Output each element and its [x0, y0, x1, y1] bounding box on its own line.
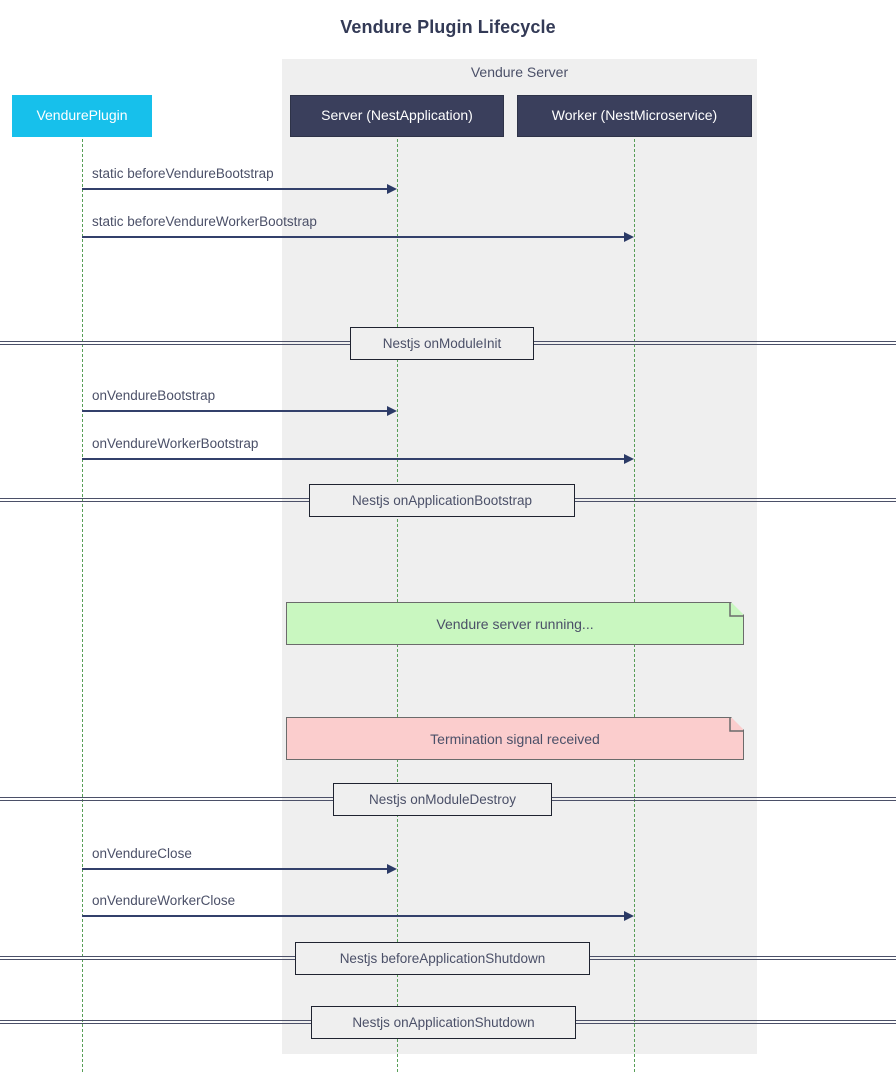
divider-label: Nestjs onApplicationBootstrap — [351, 492, 533, 508]
participant-plugin[interactable]: VendurePlugin — [12, 95, 152, 137]
note-fold-corner-icon — [731, 717, 744, 730]
message-arrowhead-icon — [387, 184, 397, 194]
page-title: Vendure Plugin Lifecycle — [340, 17, 556, 37]
message-arrowhead-icon — [387, 406, 397, 416]
divider-label: Nestjs beforeApplicationShutdown — [339, 950, 546, 966]
participant-label: Worker (NestMicroservice) — [551, 107, 718, 124]
divider-label-box: Nestjs onModuleDestroy — [333, 782, 552, 816]
participant-worker[interactable]: Worker (NestMicroservice) — [517, 95, 752, 137]
participant-server[interactable]: Server (NestApplication) — [290, 95, 504, 137]
message-label: onVendureBootstrap — [92, 388, 216, 403]
message-arrowhead-icon — [624, 454, 634, 464]
note-fold-corner-icon — [731, 602, 744, 615]
divider-label-box: Nestjs onModuleInit — [350, 326, 534, 360]
divider-label-box: Nestjs beforeApplicationShutdown — [295, 941, 590, 975]
message-arrowhead-icon — [387, 864, 397, 874]
divider-label: Nestjs onApplicationShutdown — [352, 1014, 535, 1030]
message-line — [82, 236, 626, 238]
message-line — [82, 915, 626, 917]
note-green: Vendure server running... — [286, 602, 744, 645]
divider-label: Nestjs onModuleInit — [382, 335, 502, 351]
group-label-vendure-server: Vendure Server — [470, 64, 569, 80]
message-label: static beforeVendureBootstrap — [92, 166, 274, 181]
divider-label: Nestjs onModuleDestroy — [368, 791, 517, 807]
note-label: Vendure server running... — [436, 615, 594, 632]
message-label: onVendureClose — [92, 846, 192, 861]
message-line — [82, 410, 389, 412]
message-arrowhead-icon — [624, 232, 634, 242]
divider-label-box: Nestjs onApplicationBootstrap — [309, 483, 575, 517]
lifeline-plugin — [82, 139, 83, 1072]
message-line — [82, 458, 626, 460]
message-line — [82, 868, 389, 870]
participant-label: VendurePlugin — [36, 107, 128, 124]
message-label: static beforeVendureWorkerBootstrap — [92, 214, 317, 229]
divider-label-box: Nestjs onApplicationShutdown — [311, 1005, 576, 1039]
participant-label: Server (NestApplication) — [321, 107, 473, 124]
message-line — [82, 188, 389, 190]
group-box-vendure-server — [282, 59, 757, 1054]
message-arrowhead-icon — [624, 911, 634, 921]
message-label: onVendureWorkerBootstrap — [92, 436, 259, 451]
note-red: Termination signal received — [286, 717, 744, 760]
message-label: onVendureWorkerClose — [92, 893, 236, 908]
note-label: Termination signal received — [430, 730, 600, 747]
